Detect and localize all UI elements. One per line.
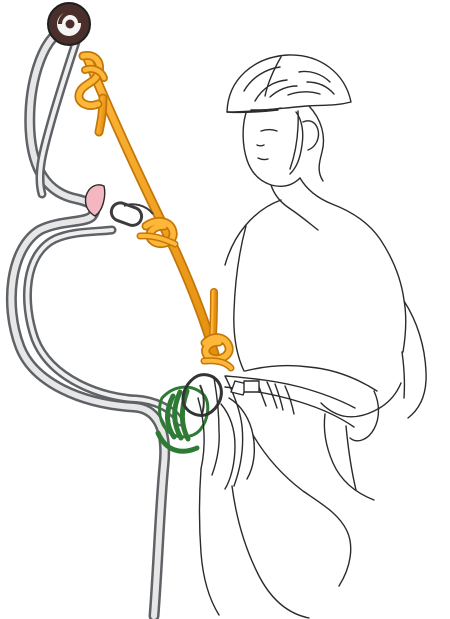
climber-figure (198, 55, 426, 618)
friction-device-icon (85, 185, 104, 216)
helmet-icon (227, 55, 351, 112)
pulley-icon (48, 3, 90, 45)
gray-rope (11, 28, 180, 616)
middle-knot-icon (140, 221, 175, 244)
lower-carabiner-icon (183, 375, 221, 416)
orange-rope (87, 57, 215, 356)
